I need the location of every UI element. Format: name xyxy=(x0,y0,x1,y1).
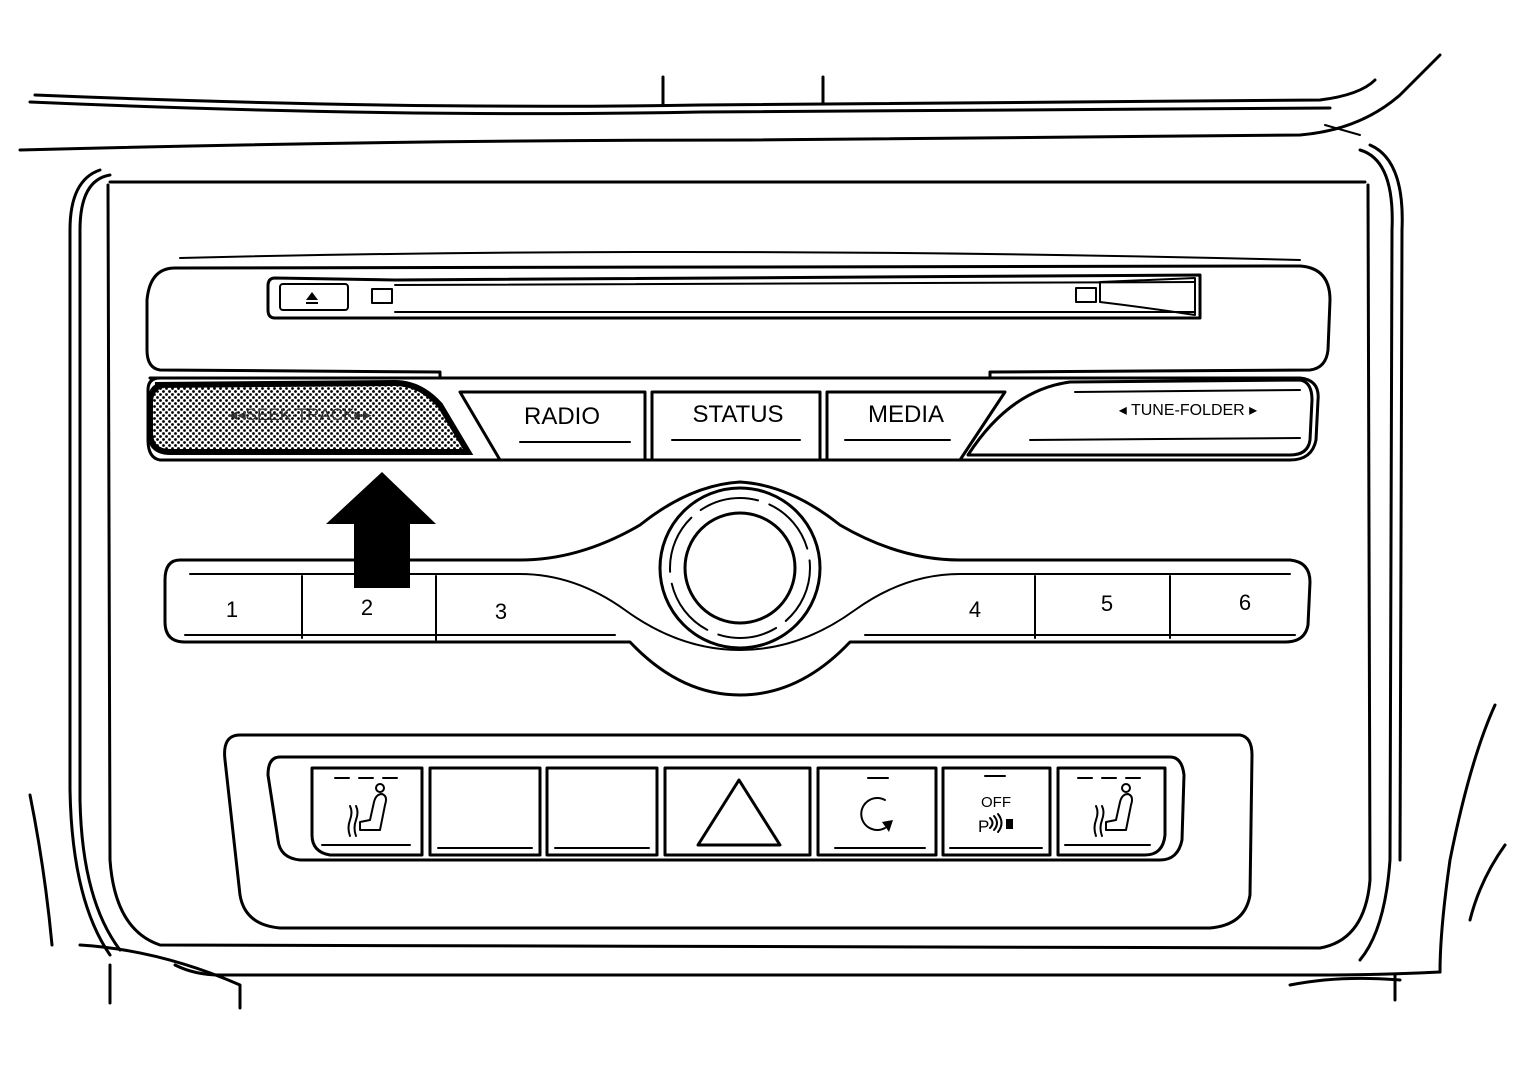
preset-label-4: 4 xyxy=(969,597,981,622)
park-assist-off-label: OFF xyxy=(981,794,1011,811)
seek-left-arrows-icon: ◂◂ xyxy=(229,405,247,424)
media-label: MEDIA xyxy=(868,401,944,428)
status-button[interactable]: STATUS xyxy=(650,390,822,462)
media-button[interactable]: MEDIA xyxy=(825,390,1007,462)
preset-label-2: 2 xyxy=(361,595,373,620)
seek-right-arrows-icon: ▸▸ xyxy=(354,405,372,424)
preset-row: 1 2 3 4 5 6 xyxy=(163,480,1312,697)
hazard-button[interactable] xyxy=(663,766,812,857)
volume-knob[interactable] xyxy=(658,486,822,650)
seat-heater-icon xyxy=(347,783,387,837)
preset-label-6: 6 xyxy=(1239,590,1251,615)
tune-right-icon: ▸ xyxy=(1245,402,1257,419)
svg-text:P: P xyxy=(978,817,989,836)
up-arrow-icon xyxy=(326,472,436,588)
preset-label-3: 3 xyxy=(495,599,507,624)
blank-button-2[interactable] xyxy=(545,766,659,857)
svg-text:◂◂SEEK·TRACK▸▸: ◂◂SEEK·TRACK▸▸ xyxy=(229,405,372,424)
eject-icon xyxy=(306,292,318,304)
seek-track-button[interactable]: ◂◂SEEK·TRACK▸▸ xyxy=(147,379,474,455)
tune-folder-label: TUNE-FOLDER xyxy=(1131,402,1245,419)
park-assist-off-button[interactable]: OFF P xyxy=(941,766,1052,857)
eject-button[interactable] xyxy=(279,283,349,311)
left-seat-heater-button[interactable] xyxy=(310,766,424,857)
preset-button-6[interactable] xyxy=(1172,578,1297,634)
radio-label: RADIO xyxy=(524,403,600,430)
blank-button-1[interactable] xyxy=(428,766,542,857)
park-assist-icon: P xyxy=(978,813,1013,836)
radio-button[interactable]: RADIO xyxy=(458,390,647,462)
cd-unit xyxy=(145,250,1332,380)
preset-label-1: 1 xyxy=(226,597,238,622)
recirculation-icon xyxy=(860,797,893,832)
recirculation-button[interactable] xyxy=(816,766,938,857)
status-label: STATUS xyxy=(692,401,783,428)
right-seat-heater-button[interactable] xyxy=(1056,766,1167,857)
dashboard-outline xyxy=(18,53,1507,1010)
svg-text:◂ TUNE-FOLDER ▸: ◂ TUNE-FOLDER ▸ xyxy=(1119,402,1257,419)
hazard-triangle-icon xyxy=(696,778,782,847)
preset-label-5: 5 xyxy=(1101,591,1113,616)
top-button-row: ◂◂SEEK·TRACK▸▸ RADIO STATUS MEDIA ◂ T xyxy=(146,376,1320,462)
seat-heater-icon xyxy=(1093,783,1133,837)
tune-folder-button[interactable]: ◂ TUNE-FOLDER ▸ xyxy=(966,378,1314,457)
bottom-panel xyxy=(223,733,1254,930)
tune-left-icon: ◂ xyxy=(1119,402,1131,419)
seek-track-label: SEEK·TRACK xyxy=(246,405,355,424)
